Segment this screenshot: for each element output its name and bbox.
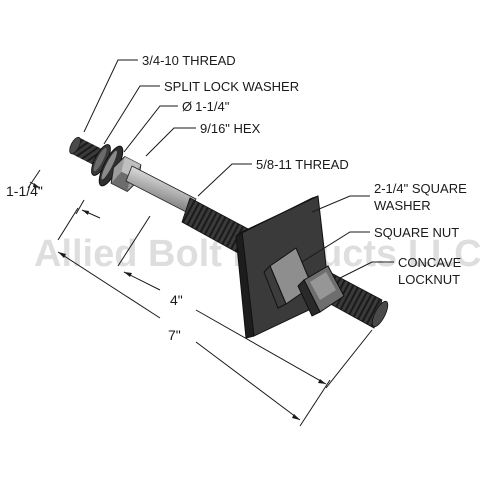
diameter-symbol: Ø [182, 99, 192, 114]
concave-locknut [297, 265, 345, 317]
callout-hex: 9/16" HEX [200, 121, 261, 136]
dimension-lines [27, 169, 373, 427]
callout-locknut-line2: LOCKNUT [398, 272, 460, 287]
smooth-shank [125, 165, 197, 215]
callout-locknut-line1: CONCAVE [398, 255, 462, 270]
dimension-thread-length: 4" [170, 292, 183, 308]
callout-thread-large: 3/4-10 THREAD [142, 53, 236, 68]
bolt-assembly [69, 136, 389, 339]
dimension-overall-length: 7" [168, 327, 181, 343]
callout-thread-small: 5/8-11 THREAD [256, 157, 349, 172]
callout-square-washer-line2: WASHER [374, 198, 431, 213]
callout-square-washer-line1: 2-1/4" SQUARE [374, 181, 467, 196]
rod-end [371, 300, 389, 328]
diameter-value: 1-1/4" [195, 99, 230, 114]
callout-split-lock-washer: SPLIT LOCK WASHER [164, 79, 299, 94]
callout-leaders [83, 59, 394, 279]
dimension-end-length: 1-1/4" [6, 183, 43, 199]
callout-square-nut: SQUARE NUT [374, 225, 459, 240]
